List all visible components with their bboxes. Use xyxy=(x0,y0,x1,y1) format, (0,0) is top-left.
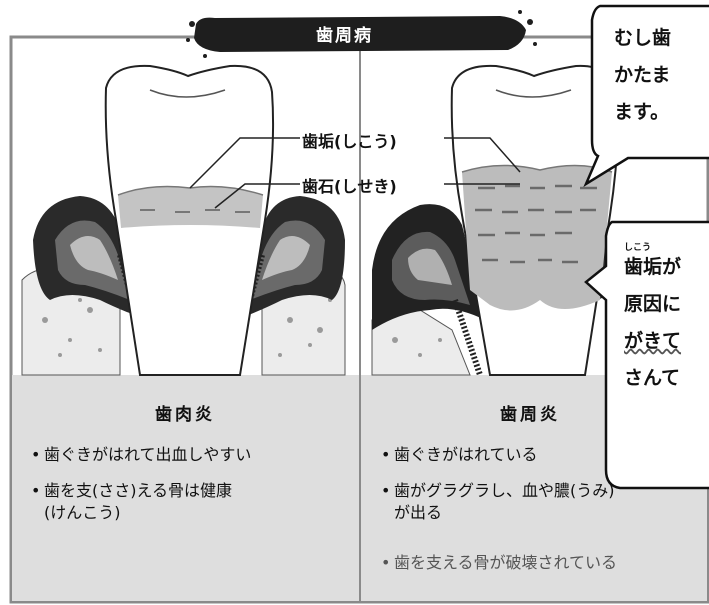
tartar-leader-left xyxy=(214,183,300,209)
left-bullet-2: •歯を支(ささ)える骨は健康 (けんこう) xyxy=(31,481,233,522)
left-text-panel xyxy=(12,375,359,601)
right-panel-heading: 歯周炎 xyxy=(500,405,560,425)
tartar-label: 歯石(しせき) xyxy=(302,177,397,196)
bubble-top-text: むし歯 かたま ます。 xyxy=(614,27,672,123)
plaque-label: 歯垢(しこう) xyxy=(302,132,397,151)
left-plaque xyxy=(118,186,263,228)
plaque-leader-left xyxy=(189,137,300,189)
left-tooth-illustration xyxy=(21,64,346,376)
plaque-leader-right xyxy=(444,137,521,173)
right-bullet-2: •歯がグラグラし、血や膿(うみ) が出る xyxy=(381,481,615,522)
left-panel-heading: 歯肉炎 xyxy=(155,405,215,425)
right-bullet-1: •歯ぐきがはれている xyxy=(381,445,538,464)
speech-bubble-top xyxy=(583,4,709,188)
right-bullet-3: •歯を支える骨が破壊されている xyxy=(381,553,618,572)
diagram-title: 歯周病 xyxy=(316,26,373,46)
left-bullet-1: •歯ぐきがはれて出血しやすい xyxy=(31,445,252,464)
bubble-mid-text: 歯垢が 原因に がきて さんて xyxy=(624,256,682,389)
title-banner xyxy=(186,10,537,58)
bubble-mid-ruby: しこう xyxy=(624,243,652,253)
right-tartar xyxy=(462,165,612,311)
speech-bubble-mid xyxy=(584,220,709,490)
